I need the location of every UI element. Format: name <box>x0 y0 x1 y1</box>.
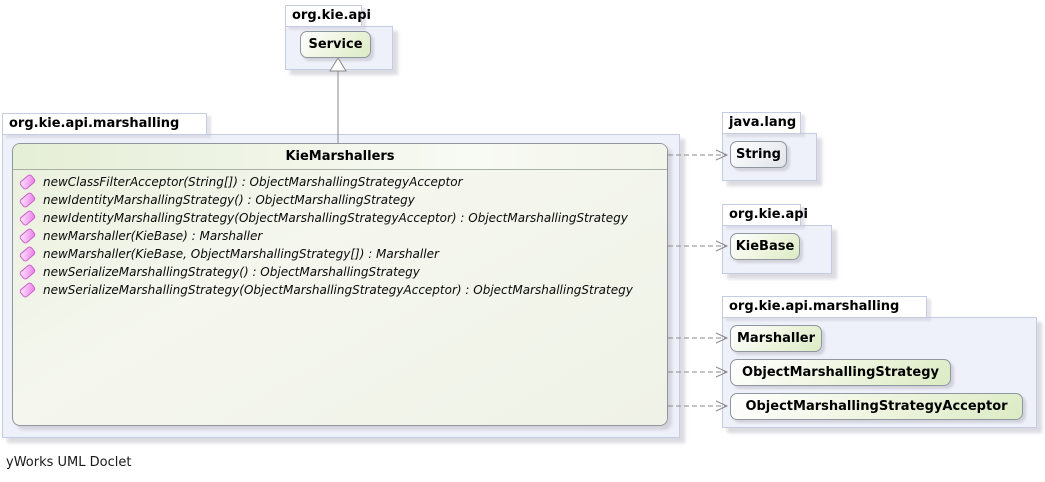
method-list: newClassFilterAcceptor(String[]) : Objec… <box>13 170 667 299</box>
method-row[interactable]: newIdentityMarshallingStrategy(ObjectMar… <box>13 209 667 227</box>
method-row[interactable]: newIdentityMarshallingStrategy() : Objec… <box>13 191 667 209</box>
method-icon <box>18 227 37 245</box>
method-row[interactable]: newMarshaller(KieBase, ObjectMarshalling… <box>13 245 667 263</box>
class-objectmarshallingstrategyacceptor[interactable]: ObjectMarshallingStrategyAcceptor <box>730 393 1023 420</box>
method-signature: newIdentityMarshallingStrategy(ObjectMar… <box>43 211 628 225</box>
class-marshaller[interactable]: Marshaller <box>730 325 822 352</box>
method-icon <box>18 191 37 209</box>
method-row[interactable]: newSerializeMarshallingStrategy(ObjectMa… <box>13 281 667 299</box>
method-row[interactable]: newClassFilterAcceptor(String[]) : Objec… <box>13 173 667 191</box>
doclet-credit: yWorks UML Doclet <box>6 455 132 470</box>
method-row[interactable]: newMarshaller(KieBase) : Marshaller <box>13 227 667 245</box>
method-icon <box>18 281 37 299</box>
method-signature: newClassFilterAcceptor(String[]) : Objec… <box>43 175 463 189</box>
method-row[interactable]: newSerializeMarshallingStrategy() : Obje… <box>13 263 667 281</box>
class-service[interactable]: Service <box>300 31 371 58</box>
package-tab-java-lang: java.lang <box>722 112 801 134</box>
method-signature: newSerializeMarshallingStrategy(ObjectMa… <box>43 283 633 297</box>
class-string[interactable]: String <box>730 141 787 168</box>
generalization-arrow-service <box>329 57 347 143</box>
package-tab-org-kie-api-top: org.kie.api <box>285 5 371 27</box>
method-icon <box>18 245 37 263</box>
package-tab-org-kie-api-right: org.kie.api <box>722 204 808 226</box>
method-signature: newIdentityMarshallingStrategy() : Objec… <box>43 193 415 207</box>
method-icon <box>18 263 37 281</box>
class-title-kiemarshallers[interactable]: KieMarshallers <box>13 144 667 170</box>
class-kiebase[interactable]: KieBase <box>730 233 800 260</box>
method-icon <box>18 209 37 227</box>
class-kiemarshallers: KieMarshallers newClassFilterAcceptor(St… <box>12 143 668 426</box>
class-objectmarshallingstrategy[interactable]: ObjectMarshallingStrategy <box>730 359 951 386</box>
method-signature: newMarshaller(KieBase, ObjectMarshalling… <box>43 247 439 261</box>
package-tab-org-kie-api-marshalling-right: org.kie.api.marshalling <box>722 296 927 318</box>
method-signature: newMarshaller(KieBase) : Marshaller <box>43 229 263 243</box>
method-signature: newSerializeMarshallingStrategy() : Obje… <box>43 265 420 279</box>
method-icon <box>18 173 37 191</box>
package-tab-org-kie-api-marshalling-main: org.kie.api.marshalling <box>2 113 207 135</box>
